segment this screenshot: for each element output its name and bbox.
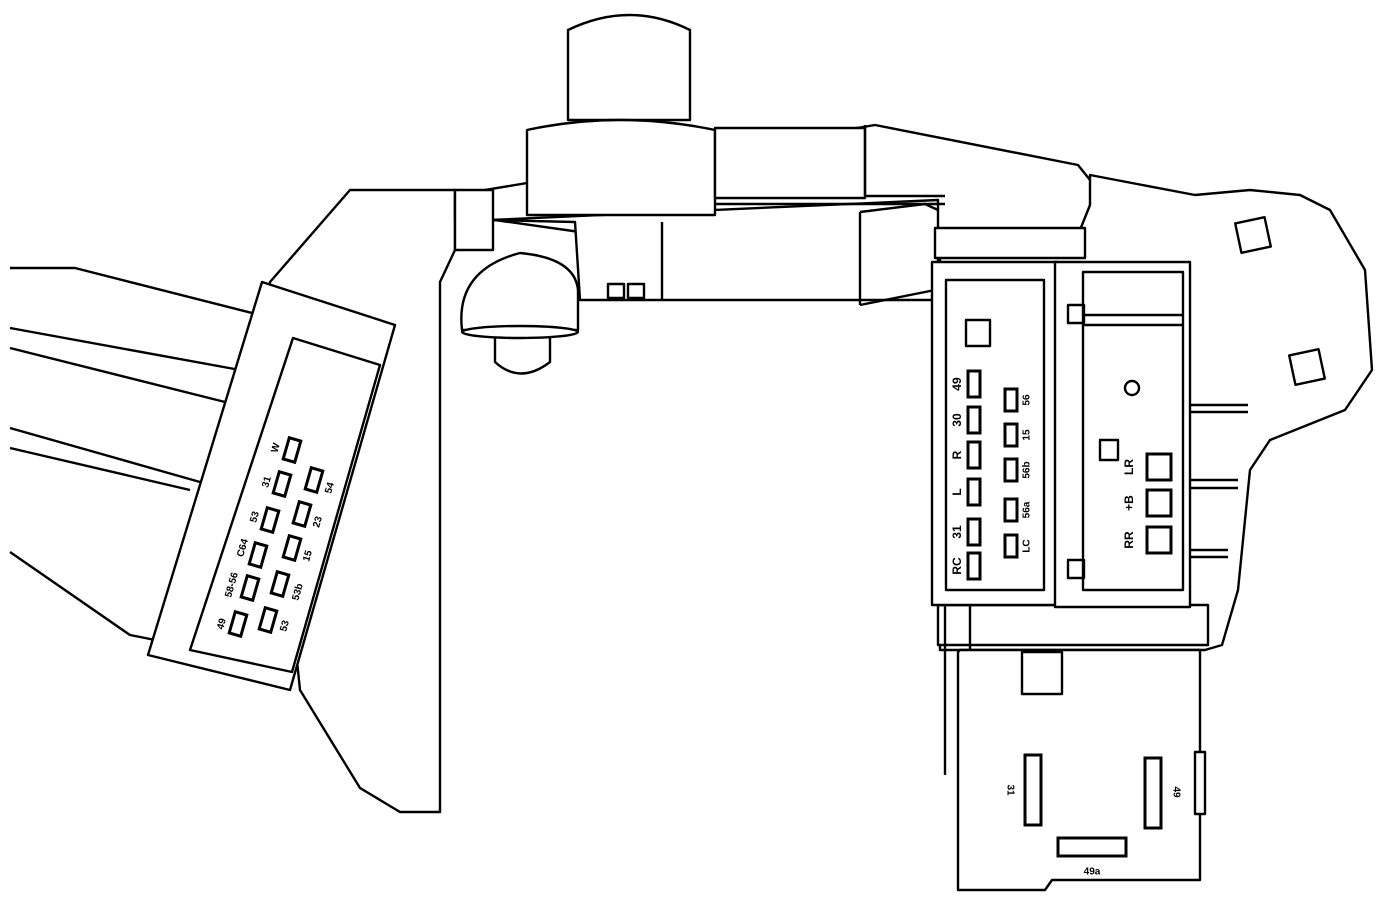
pin-right-module: [1145, 452, 1173, 482]
pin-label-left-b: 54: [323, 481, 337, 495]
pin-left-b: [257, 605, 279, 635]
pin-label-center-left: RC: [950, 557, 964, 575]
pin-left-a: [247, 540, 269, 570]
pin-label-left-b: 53: [278, 619, 292, 633]
pin-center-left: [966, 405, 982, 435]
pin-center-left: [966, 477, 982, 507]
pin-label-right-module: RR: [1122, 531, 1136, 549]
pin-label-bottom-31: 31: [1004, 784, 1015, 796]
pin-label-left-b: 23: [311, 515, 325, 529]
left-connector: [146, 280, 397, 692]
pin-label-right-module: +B: [1122, 495, 1136, 511]
pin-bottom-49a: [1056, 836, 1128, 858]
pin-left-a: [239, 573, 261, 603]
pin-label-center-left: L: [950, 488, 964, 495]
pin-label-bottom-49: 49: [1170, 786, 1181, 798]
pin-label-center-left: 31: [950, 525, 964, 539]
pin-left-b: [281, 533, 303, 563]
pin-label-left-a: 31: [260, 475, 274, 489]
pin-center-left: [966, 440, 982, 470]
pin-label-left-a: C64: [235, 537, 251, 558]
pin-label-center-right: 56a: [1022, 501, 1033, 518]
pin-center-right: [1003, 533, 1019, 559]
pin-left-b: [269, 569, 291, 599]
pin-left-b: [303, 465, 325, 495]
pin-label-center-right: LC: [1022, 539, 1033, 552]
pin-label-center-left: 49: [950, 377, 964, 391]
pin-center-left: [966, 517, 982, 547]
pin-left-b: [291, 499, 313, 529]
center-connector: [930, 260, 1060, 607]
pin-label-left-a: 49: [215, 617, 229, 631]
pin-label-right-module: LR: [1122, 459, 1136, 475]
top-cylinder: [525, 13, 867, 217]
pin-left-a: [227, 609, 249, 639]
terminal-pins: [227, 369, 1173, 858]
pin-label-bottom-49a: 49a: [1084, 867, 1101, 878]
pin-label-left-b: 15: [301, 549, 315, 563]
pin-center-right: [1003, 387, 1019, 413]
pin-right-module: [1145, 525, 1173, 555]
pin-bottom-49: [1143, 756, 1163, 830]
pin-right-module: [1145, 488, 1173, 518]
pin-left-a: [259, 505, 281, 535]
pin-center-right: [1003, 422, 1019, 448]
pin-label-center-right: 15: [1022, 429, 1033, 441]
knob: [460, 251, 580, 375]
pin-label-left-a: 53: [248, 510, 262, 524]
pin-left-a: [271, 469, 293, 499]
pin-left-a: [281, 435, 303, 465]
bottom-module: [956, 648, 1207, 892]
terminal-labels: 4958-56C645331W5353b152354RC31LR3049LC56…: [215, 377, 1181, 878]
pin-center-left: [966, 551, 982, 581]
pin-center-right: [1003, 497, 1019, 523]
pin-center-left: [966, 369, 982, 399]
pin-label-left-b: 53b: [290, 582, 305, 602]
pin-label-center-right: 56: [1022, 394, 1033, 406]
pin-label-center-left: R: [950, 450, 964, 459]
pin-bottom-31: [1023, 753, 1043, 827]
pin-label-center-right: 56b: [1022, 461, 1033, 478]
pin-label-left-a: W: [270, 441, 283, 454]
pin-center-right: [1003, 457, 1019, 483]
pin-label-center-left: 30: [950, 413, 964, 427]
